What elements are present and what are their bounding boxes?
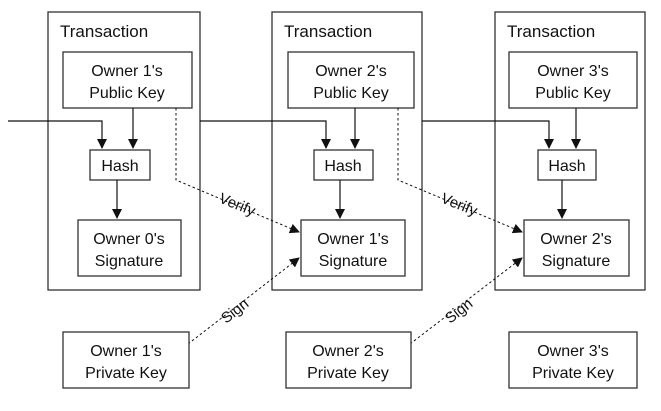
transaction-2: Transaction Owner 2's Public Key Hash Ow… bbox=[200, 11, 423, 291]
private-key-owner: Owner 3's bbox=[537, 343, 609, 360]
public-key-owner: Owner 2's bbox=[315, 63, 387, 80]
verify-label: Verify bbox=[439, 190, 481, 220]
signature-owner: Owner 1's bbox=[317, 231, 389, 248]
transaction-1: Transaction Owner 1's Public Key Hash Ow… bbox=[8, 11, 201, 291]
verify-label: Verify bbox=[217, 190, 259, 220]
private-key-owner: Owner 1's bbox=[90, 343, 162, 360]
hash-box: Hash bbox=[537, 149, 597, 181]
transaction-3: Transaction Owner 3's Public Key Hash Ow… bbox=[422, 11, 646, 291]
signature-owner: Owner 2's bbox=[540, 231, 612, 248]
signature-label: Signature bbox=[542, 253, 611, 270]
public-key-label: Public Key bbox=[535, 85, 611, 102]
hash-box: Hash bbox=[89, 149, 151, 181]
private-key-owner: Owner 2's bbox=[312, 343, 384, 360]
sign-arrow-1 bbox=[187, 257, 300, 345]
transaction-frame bbox=[47, 11, 201, 291]
sign-label: Sign bbox=[218, 295, 252, 327]
transaction-frame bbox=[494, 11, 646, 291]
signature-box: Owner 1's Signature bbox=[300, 219, 406, 277]
chain-arrow-2-to-3 bbox=[422, 120, 554, 149]
public-key-owner: Owner 1's bbox=[91, 63, 163, 80]
public-key-label: Public Key bbox=[313, 85, 389, 102]
public-key-owner: Owner 3's bbox=[537, 63, 609, 80]
hash-label: Hash bbox=[548, 158, 585, 175]
signature-label: Signature bbox=[95, 253, 164, 270]
signature-box: Owner 0's Signature bbox=[77, 219, 182, 277]
sign-arrow-2 bbox=[409, 257, 523, 345]
hash-box: Hash bbox=[313, 149, 374, 181]
private-key-label: Private Key bbox=[532, 365, 614, 382]
private-key-box-1: Owner 1's Private Key bbox=[62, 331, 190, 389]
private-key-box-3: Owner 3's Private Key bbox=[508, 331, 638, 389]
hash-label: Hash bbox=[101, 158, 138, 175]
chain-arrow-1-to-2 bbox=[200, 120, 331, 149]
transaction-title: Transaction bbox=[284, 22, 372, 41]
signature-box: Owner 2's Signature bbox=[523, 219, 630, 277]
hash-label: Hash bbox=[324, 158, 361, 175]
transaction-title: Transaction bbox=[507, 22, 595, 41]
private-key-box-2: Owner 2's Private Key bbox=[285, 331, 412, 389]
public-key-box: Owner 1's Public Key bbox=[62, 51, 193, 109]
signature-owner: Owner 0's bbox=[93, 231, 165, 248]
public-key-label: Public Key bbox=[89, 85, 165, 102]
sign-label: Sign bbox=[442, 295, 476, 327]
public-key-box: Owner 2's Public Key bbox=[287, 51, 415, 109]
incoming-chain-arrow bbox=[8, 120, 107, 149]
private-key-label: Private Key bbox=[85, 365, 167, 382]
verify-arrow-1 bbox=[175, 108, 300, 234]
private-key-label: Private Key bbox=[307, 365, 389, 382]
signature-label: Signature bbox=[319, 253, 388, 270]
transaction-frame bbox=[271, 11, 423, 291]
verify-arrow-2 bbox=[397, 108, 523, 234]
transaction-title: Transaction bbox=[60, 22, 148, 41]
public-key-box: Owner 3's Public Key bbox=[508, 51, 638, 109]
